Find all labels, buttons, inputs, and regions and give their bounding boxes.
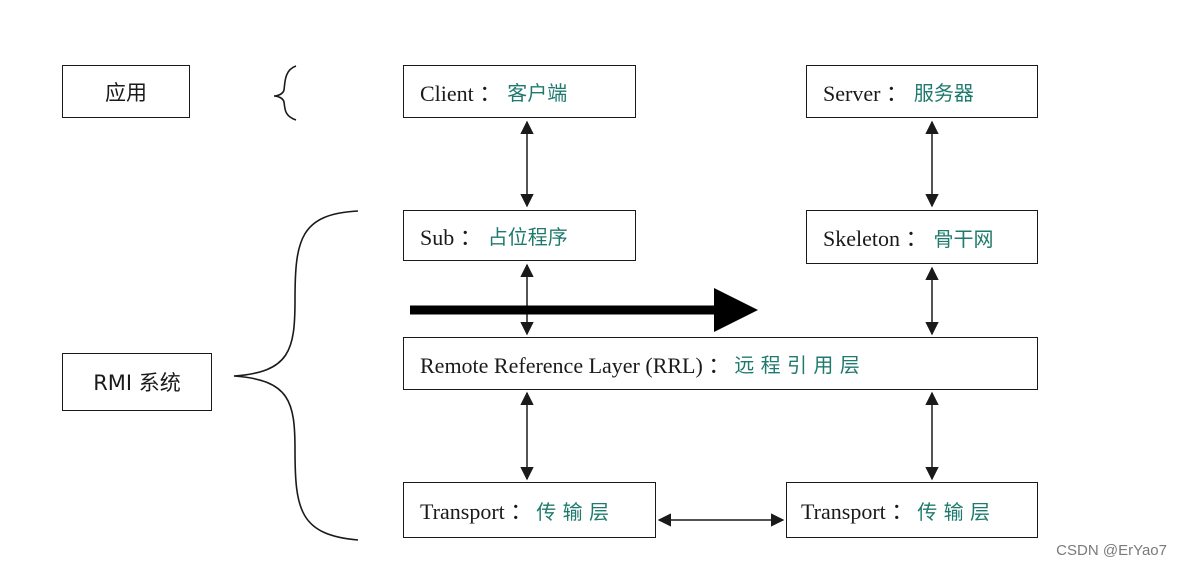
client-zh: 客户端: [507, 81, 568, 105]
app-layer-label: 应用: [62, 65, 190, 118]
app-layer-brace: [273, 65, 297, 121]
rmi-system-brace: [233, 210, 359, 541]
transport-left-zh: 传 输 层: [536, 499, 609, 524]
transport-left-box: Transport ： 传 输 层: [403, 482, 656, 538]
rmi-system-text: RMI 系统: [93, 371, 181, 395]
server-zh: 服务器: [913, 81, 974, 105]
transport-right-zh: 传 输 层: [917, 499, 990, 524]
skeleton-box: Skeleton ： 骨干网: [806, 210, 1038, 264]
rrl-zh: 远 程 引 用 层: [734, 353, 860, 377]
stub-en: Sub ：: [420, 224, 482, 250]
stub-box: Sub ： 占位程序: [403, 210, 636, 261]
stub-zh: 占位程序: [487, 225, 568, 249]
server-en: Server ：: [823, 80, 908, 106]
call-direction-arrow: [410, 288, 758, 332]
transport-right-en: Transport ：: [801, 499, 914, 524]
transport-left-en: Transport ：: [420, 499, 533, 524]
server-box: Server ： 服务器: [806, 65, 1038, 118]
client-en: Client ：: [420, 80, 502, 106]
client-box: Client ： 客户端: [403, 65, 636, 118]
skeleton-en: Skeleton ：: [823, 226, 928, 251]
rmi-system-label: RMI 系统: [62, 353, 212, 411]
app-layer-text: 应用: [105, 80, 147, 105]
transport-right-box: Transport ： 传 输 层: [786, 482, 1038, 538]
rrl-en: Remote Reference Layer (RRL) ：: [420, 352, 731, 378]
watermark-text: CSDN @ErYao7: [1056, 542, 1167, 559]
rrl-box: Remote Reference Layer (RRL) ： 远 程 引 用 层: [403, 337, 1038, 390]
skeleton-zh: 骨干网: [933, 226, 994, 251]
